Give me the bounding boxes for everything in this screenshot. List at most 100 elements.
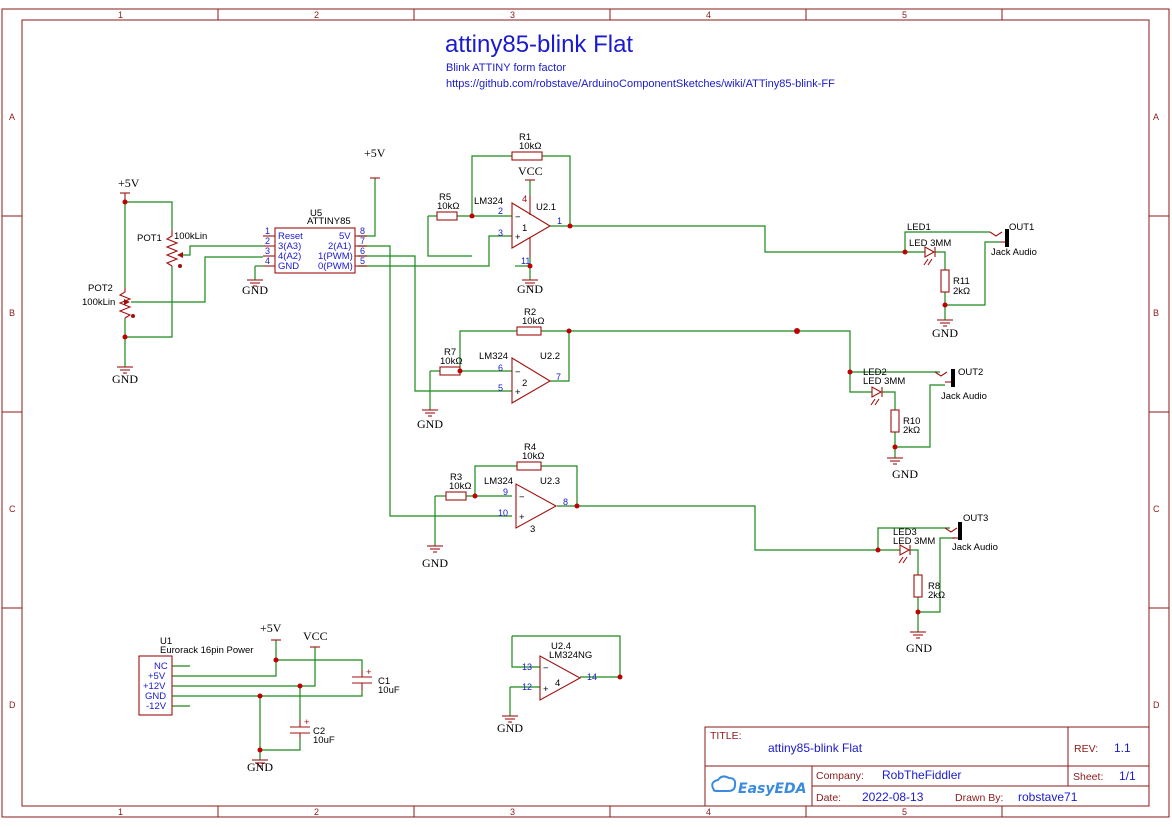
led3-value: LED 3MM: [893, 536, 935, 547]
plus5v-symbol-u5: +5V: [364, 146, 386, 179]
title-block: TITLE: attiny85-blink Flat REV: 1.1 Comp…: [704, 726, 1150, 807]
u23-number: 3: [530, 524, 535, 535]
tb-title-label: TITLE:: [710, 730, 742, 742]
r3: R3 10kΩ: [445, 472, 471, 501]
sheet-url: https://github.com/robstave/ArduinoCompo…: [446, 78, 835, 90]
u24-pin-12: 12: [522, 682, 532, 692]
u5-pin-reset: Reset: [278, 231, 303, 242]
out3-value: Jack Audio: [952, 542, 998, 553]
u1-pin-5v: +5V: [148, 671, 166, 682]
u22-pin-5: 5: [498, 383, 503, 393]
gnd-label-pot: GND: [112, 372, 138, 386]
svg-text:+: +: [515, 232, 521, 243]
wires: [124, 155, 1000, 760]
tb-sheet-value: 1/1: [1119, 769, 1136, 783]
tb-sheet-label: Sheet:: [1073, 771, 1103, 783]
gnd-label-out1: GND: [932, 326, 958, 340]
r4: R4 10kΩ: [516, 442, 544, 471]
plus5v-label: +5V: [118, 176, 140, 190]
out1-jack: OUT1 Jack Audio: [989, 222, 1037, 258]
gnd-label-u21: GND: [517, 282, 543, 296]
u21-pin-3: 3: [498, 228, 503, 238]
u21-number: 1: [522, 223, 527, 234]
zone-col-2: 2: [314, 10, 319, 20]
pot2-value: 100kLin: [82, 297, 115, 308]
u24-label: U2.4: [551, 641, 571, 652]
plus5v-label-power: +5V: [260, 621, 282, 635]
svg-text:+: +: [515, 387, 521, 398]
r10-value: 2kΩ: [903, 425, 920, 436]
resistors: R1 10kΩ R5 10kΩ R2 10kΩ R7 10kΩ R4 10kΩ …: [436, 132, 970, 601]
zone-row-b-right: B: [1153, 308, 1159, 318]
u22-number: 2: [522, 378, 527, 389]
u5-pin-a1: 2(A1): [328, 241, 351, 252]
svg-text:−: −: [543, 663, 549, 674]
c1: + C1 10uF: [352, 667, 400, 696]
led1-label: LED1: [907, 222, 931, 233]
u1-pin-12v: +12V: [143, 681, 166, 692]
vcc-symbol-u21: VCC: [518, 164, 543, 181]
u5-num-4: 4: [265, 256, 270, 266]
svg-text:+: +: [519, 512, 525, 523]
r1-label: R1: [519, 132, 531, 143]
vcc-symbol-power: VCC: [303, 629, 328, 648]
u23-pin-10: 10: [498, 508, 508, 518]
out2-label: OUT2: [958, 367, 983, 378]
plus5v-label-u5: +5V: [364, 146, 386, 160]
gnd-symbol-u24: GND: [497, 715, 523, 735]
opamp-u24: −+ 4 U2.4 LM324NG 13 12 14: [522, 641, 597, 701]
u1-pin-gnd: GND: [145, 691, 166, 702]
zone-row-d-right: D: [1153, 700, 1160, 710]
tb-rev-label: REV:: [1074, 743, 1098, 755]
power-symbols: +5V +5V +5V VCC VCC GND GND GND: [112, 146, 958, 774]
zone-col-4: 4: [706, 10, 711, 20]
svg-text:+: +: [304, 717, 310, 728]
u21-pin-2: 2: [498, 206, 503, 216]
easyeda-logo: EasyEDA: [711, 775, 807, 797]
u21-pin-4: 4: [522, 194, 527, 205]
u1-pin-minus12v: -12V: [146, 701, 167, 712]
sheet-title: attiny85-blink Flat: [445, 31, 633, 58]
vcc-label-power: VCC: [303, 629, 328, 643]
u22-pin-6: 6: [498, 363, 503, 373]
out1-value: Jack Audio: [991, 247, 1037, 258]
pot1: POT1 100kLin: [137, 230, 207, 268]
zone-col-3: 3: [510, 10, 515, 20]
u21-part: LM324: [474, 196, 503, 207]
r7-label: R7: [444, 347, 456, 358]
c2-value: 10uF: [313, 735, 335, 746]
gnd-label-u22: GND: [417, 417, 443, 431]
u5-num-5: 5: [360, 256, 365, 266]
u5-num-8: 8: [360, 226, 365, 236]
u5-num-7: 7: [360, 236, 365, 246]
u5-part: ATTINY85: [307, 216, 351, 227]
zone-col-5: 5: [902, 10, 907, 20]
u1-label: U1: [160, 636, 172, 647]
vcc-label: VCC: [518, 164, 543, 178]
r4-value: 10kΩ: [522, 451, 544, 462]
zone-labels: 1 2 3 4 5 1 2 3 4 5 A B C D A B C D: [9, 10, 1160, 817]
pot2-label: POT2: [88, 283, 113, 294]
u5-pin-5v: 5V: [339, 231, 351, 242]
gnd-label-out3: GND: [906, 641, 932, 655]
u24-pin-13: 13: [522, 662, 532, 672]
zone-col-2-bottom: 2: [314, 807, 319, 817]
zone-col-1-bottom: 1: [118, 807, 123, 817]
tb-title-value: attiny85-blink Flat: [768, 741, 863, 755]
opamp-u22: −+ 2 LM324 U2.2 6 5 7: [479, 351, 561, 404]
tb-date-value: 2022-08-13: [862, 790, 924, 804]
plus5v-symbol-power: +5V: [260, 621, 282, 641]
sheet-subtitle: Blink ATTINY form factor: [446, 62, 566, 74]
r7-value: 10kΩ: [440, 356, 462, 367]
c1-label: C1: [378, 676, 390, 687]
r8-value: 2kΩ: [928, 590, 945, 601]
zone-col-5-bottom: 5: [902, 807, 907, 817]
zone-row-a: A: [9, 112, 15, 122]
u5-pin-a3: 3(A3): [278, 241, 301, 252]
u24-number: 4: [555, 678, 560, 689]
zone-row-b: B: [9, 308, 15, 318]
u24-part: LM324NG: [549, 650, 592, 661]
zone-col-4-bottom: 4: [706, 807, 711, 817]
led2: LED2 LED 3MM: [863, 367, 905, 406]
u24-pin-14: 14: [587, 672, 597, 682]
